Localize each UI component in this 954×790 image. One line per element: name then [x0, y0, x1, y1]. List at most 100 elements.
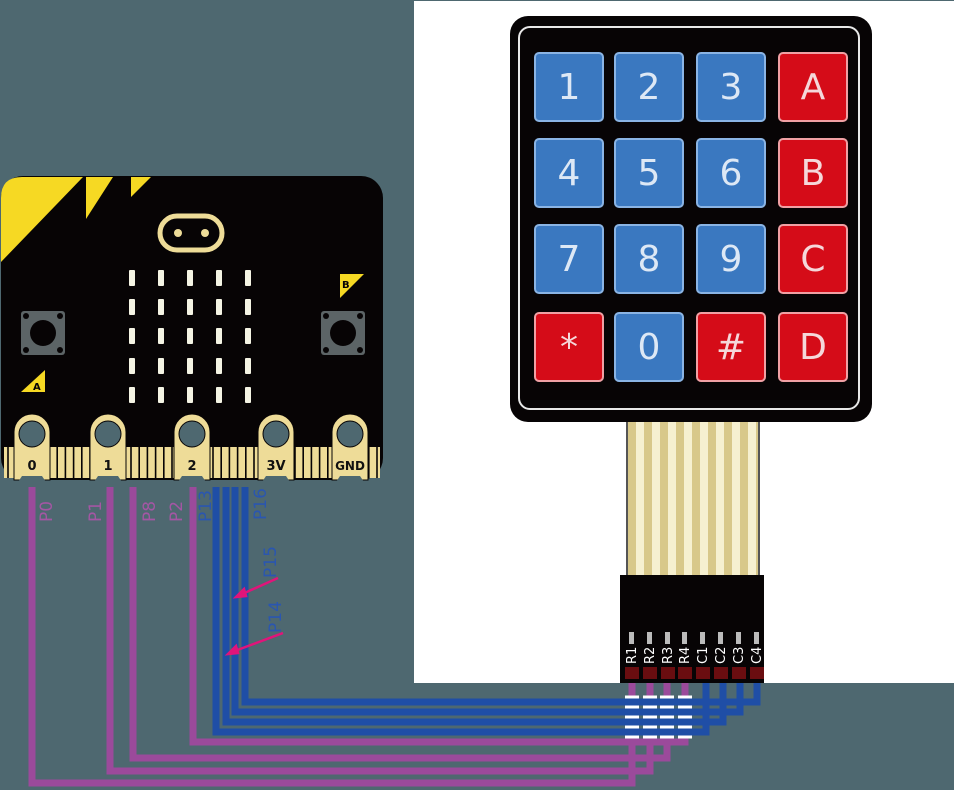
connector-pin-r3 — [664, 632, 670, 644]
button-a-label: A — [33, 382, 41, 393]
led — [187, 299, 193, 315]
keypad-inner-border — [518, 26, 860, 410]
led — [187, 358, 193, 374]
connector-pin-label: R3 — [660, 646, 676, 664]
key-0[interactable]: 0 — [614, 312, 684, 382]
connector-pin-label: C1 — [696, 646, 712, 664]
led — [158, 299, 164, 315]
edge-pad-gnd: GND — [331, 413, 369, 482]
key-1[interactable]: 1 — [534, 52, 604, 122]
edge-pad-label: 2 — [187, 459, 196, 474]
connector-pin-c1 — [700, 632, 706, 644]
key-D[interactable]: D — [778, 312, 848, 382]
pin-arrows — [224, 576, 284, 656]
key-3[interactable]: 3 — [696, 52, 766, 122]
key-C[interactable]: C — [778, 224, 848, 294]
edge-pad-3v: 3V — [257, 413, 295, 482]
wire-label-p16: P16 — [251, 488, 271, 520]
key-7[interactable]: 7 — [534, 224, 604, 294]
led — [129, 299, 135, 315]
key-B[interactable]: B — [778, 138, 848, 208]
connector-pin-label: C4 — [749, 646, 765, 664]
connector-pad — [749, 667, 764, 679]
key-4[interactable]: 4 — [534, 138, 604, 208]
connector-pin-c4 — [753, 632, 759, 644]
key-A[interactable]: A — [778, 52, 848, 122]
connector-pin-label: R2 — [642, 646, 658, 664]
led — [158, 328, 164, 344]
key-2[interactable]: 2 — [614, 52, 684, 122]
key-6[interactable]: 6 — [696, 138, 766, 208]
connector-pin-label: R1 — [625, 646, 640, 664]
led — [158, 387, 164, 403]
led — [129, 387, 135, 403]
led — [129, 328, 135, 344]
key-star[interactable]: * — [534, 312, 604, 382]
edge-pad-label: 0 — [27, 459, 36, 474]
led — [245, 387, 251, 403]
microbit-board: A B 0 1 2 3V GND — [1, 176, 383, 482]
led — [245, 328, 251, 344]
connector-pad — [696, 667, 711, 679]
led — [187, 387, 193, 403]
button-b-marker-icon — [340, 274, 364, 298]
led — [187, 270, 193, 286]
led — [216, 328, 222, 344]
edge-pad-label: 3V — [266, 459, 285, 474]
connector-pin-label: C3 — [731, 646, 747, 664]
connector-pin-r1 — [629, 632, 634, 644]
wire-p15-c3 — [231, 487, 744, 716]
connector-pin-c3 — [735, 632, 741, 644]
led — [129, 358, 135, 374]
microbit-logo-icon — [157, 213, 225, 253]
connector-pin-r2 — [646, 632, 652, 644]
led — [216, 387, 222, 403]
led — [216, 299, 222, 315]
connector-pad — [714, 667, 728, 679]
button-b[interactable] — [321, 311, 365, 355]
wire-label-p8: P8 — [140, 500, 160, 522]
led-matrix — [129, 270, 251, 403]
led — [216, 358, 222, 374]
wire-label-p15: P15 — [261, 546, 281, 578]
row-wires — [28, 487, 689, 787]
led — [245, 299, 251, 315]
connector-pin-c2 — [718, 632, 723, 644]
wire-p13-c1 — [212, 487, 710, 736]
yellow-stripe — [86, 177, 113, 219]
wire-label-p0: P0 — [37, 500, 57, 522]
arrow-p15-icon — [239, 576, 279, 597]
button-b-label: B — [342, 280, 350, 291]
key-5[interactable]: 5 — [614, 138, 684, 208]
wire-label-p1: P1 — [86, 500, 106, 522]
col-wires — [212, 487, 761, 736]
key-9[interactable]: 9 — [696, 224, 766, 294]
connector-pad — [642, 667, 657, 679]
edge-pad-label: GND — [335, 459, 365, 473]
keypad-connector — [620, 575, 764, 683]
edge-pad-2: 2 — [173, 413, 211, 482]
edge-pad-label: 1 — [103, 459, 112, 474]
wire-label-p13: P13 — [196, 490, 216, 522]
led — [245, 270, 251, 286]
connector-pin-label: C2 — [714, 646, 729, 664]
led — [216, 270, 222, 286]
button-a-marker-icon — [21, 370, 45, 392]
connector-pin-label: R4 — [678, 646, 694, 664]
button-a[interactable] — [21, 311, 65, 355]
led — [187, 328, 193, 344]
key-8[interactable]: 8 — [614, 224, 684, 294]
connector-pad — [660, 667, 675, 679]
edge-pad-1: 1 — [89, 413, 127, 482]
connector-pad — [678, 667, 693, 679]
led — [158, 270, 164, 286]
key-hash[interactable]: # — [696, 312, 766, 382]
connector-pin-r4 — [682, 632, 688, 644]
wire-label-p2: P2 — [167, 500, 187, 522]
keypad-ribbon-cable — [626, 422, 760, 578]
led — [245, 358, 251, 374]
yellow-corner-stripe — [1, 177, 83, 262]
edge-pad-0: 0 — [13, 413, 51, 482]
